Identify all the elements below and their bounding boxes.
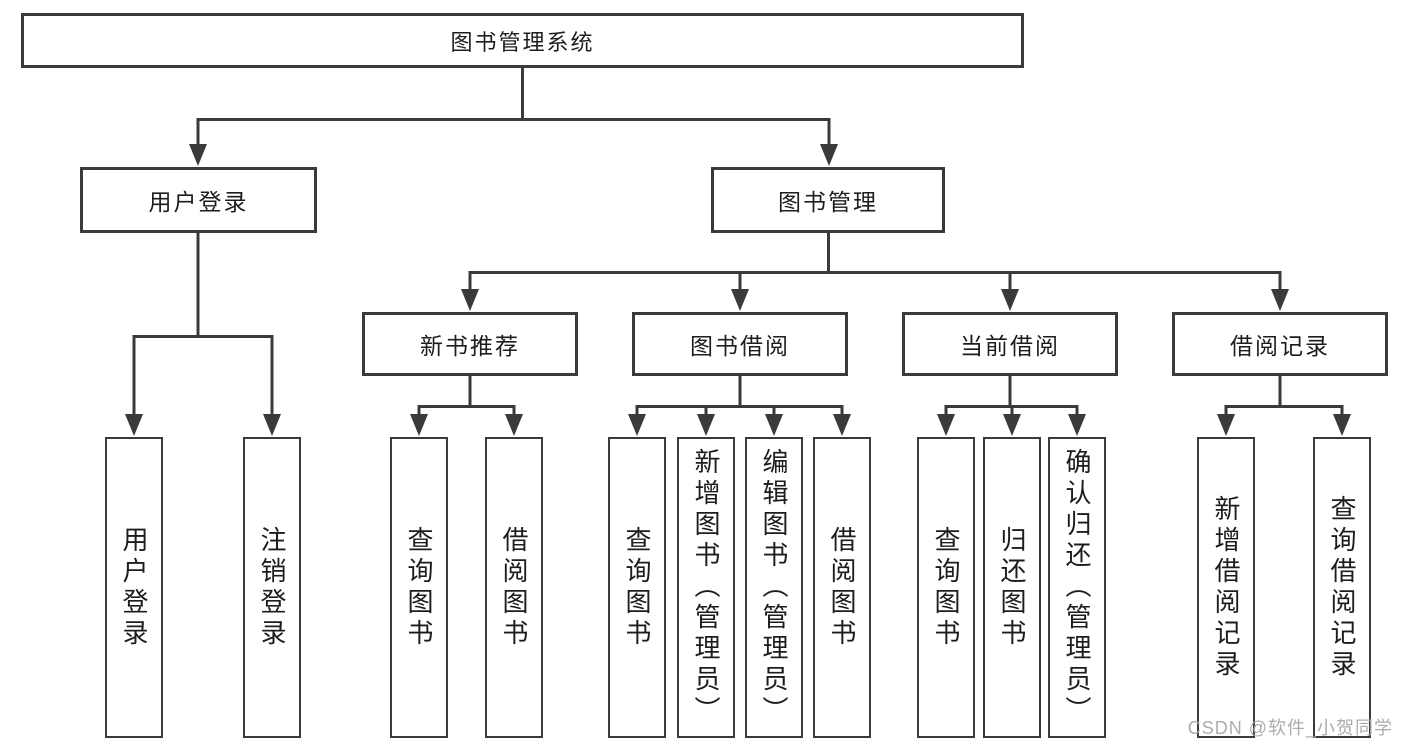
node-leaf-add-book-admin: 新增图书（管理员） [677,437,735,738]
node-book-management: 图书管理 [711,167,945,233]
arrow-down-icon [461,289,479,311]
node-book-borrow-label: 图书借阅 [690,333,790,359]
node-leaf-borrow-books-label: 借阅图书 [499,525,529,650]
arrow-down-icon [820,144,838,166]
arrowheads [125,144,1351,436]
node-borrow-records: 借阅记录 [1172,312,1388,376]
node-current-borrow: 当前借阅 [902,312,1118,376]
arrow-down-icon [125,414,143,436]
node-leaf-query-borrow-record: 查询借阅记录 [1313,437,1371,738]
node-leaf-borrow-books-label: 借阅图书 [827,525,857,650]
node-root: 图书管理系统 [21,13,1024,68]
arrow-down-icon [1003,414,1021,436]
node-new-book-recommend: 新书推荐 [362,312,578,376]
csdn-watermark: CSDN @软件_小贺同学 [1187,718,1393,738]
arrow-down-icon [410,414,428,436]
node-leaf-add-book-admin-label: 新增图书（管理员） [691,448,721,727]
arrow-down-icon [833,414,851,436]
node-leaf-query-books-label: 查询图书 [931,525,961,650]
arrow-down-icon [1217,414,1235,436]
node-leaf-query-books: 查询图书 [608,437,666,738]
arrow-down-icon [697,414,715,436]
arrow-down-icon [1271,289,1289,311]
node-new-book-recommend-label: 新书推荐 [420,333,520,359]
node-borrow-records-label: 借阅记录 [1230,333,1330,359]
arrow-down-icon [263,414,281,436]
node-leaf-query-books-label: 查询图书 [622,525,652,650]
node-leaf-return-books: 归还图书 [983,437,1041,738]
node-leaf-query-books-label: 查询图书 [404,525,434,650]
node-leaf-user-login: 用户登录 [105,437,163,738]
node-leaf-logout: 注销登录 [243,437,301,738]
node-leaf-confirm-return-admin: 确认归还（管理员） [1048,437,1106,738]
node-root-label: 图书管理系统 [450,29,595,55]
node-leaf-edit-book-admin: 编辑图书（管理员） [745,437,803,738]
node-book-management-label: 图书管理 [778,189,878,215]
node-leaf-borrow-books: 借阅图书 [813,437,871,738]
node-leaf-logout-label: 注销登录 [257,525,287,650]
arrow-down-icon [1068,414,1086,436]
arrow-down-icon [628,414,646,436]
node-user-login: 用户登录 [80,167,317,233]
node-leaf-add-borrow-record-label: 新增借阅记录 [1211,494,1241,681]
node-leaf-borrow-books: 借阅图书 [485,437,543,738]
node-book-borrow: 图书借阅 [632,312,848,376]
arrow-down-icon [505,414,523,436]
arrow-down-icon [1001,289,1019,311]
node-leaf-query-books: 查询图书 [917,437,975,738]
arrow-down-icon [189,144,207,166]
arrow-down-icon [765,414,783,436]
connector-segments [132,66,1344,418]
node-leaf-query-borrow-record-label: 查询借阅记录 [1327,494,1357,681]
node-leaf-edit-book-admin-label: 编辑图书（管理员） [759,448,789,727]
arrow-down-icon [1333,414,1351,436]
node-leaf-query-books: 查询图书 [390,437,448,738]
node-leaf-add-borrow-record: 新增借阅记录 [1197,437,1255,738]
node-leaf-user-login-label: 用户登录 [119,525,149,650]
node-leaf-return-books-label: 归还图书 [997,525,1027,650]
node-user-login-label: 用户登录 [148,189,249,215]
arrow-down-icon [731,289,749,311]
arrow-down-icon [937,414,955,436]
node-current-borrow-label: 当前借阅 [960,333,1060,359]
node-leaf-confirm-return-admin-label: 确认归还（管理员） [1062,448,1092,727]
